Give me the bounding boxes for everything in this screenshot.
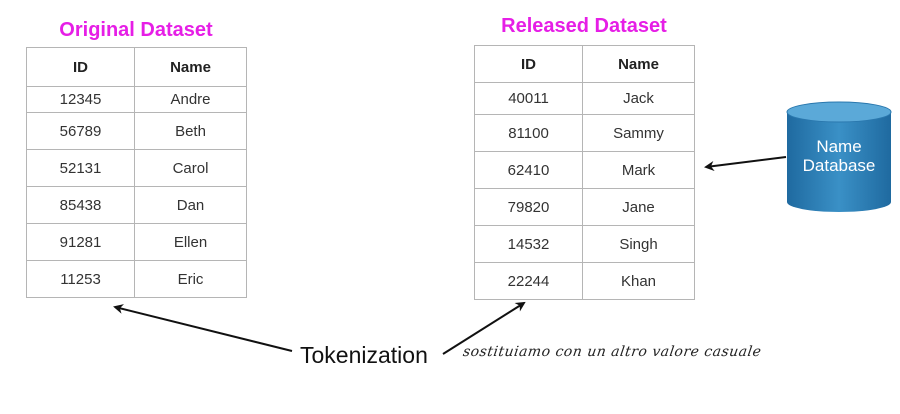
name-cell: Mark [582,151,695,189]
name-cell: Khan [582,262,695,300]
id-cell: 12345 [26,86,135,113]
id-cell: 56789 [26,112,135,150]
handwritten-note: sostituiamo con un altro valore casuale [461,344,763,360]
id-cell: 22244 [474,262,583,300]
id-cell: 91281 [26,223,135,261]
column-header-name: Name [582,45,695,83]
name-cell: Singh [582,225,695,263]
database-label-line1: Name [816,137,862,156]
id-cell: 40011 [474,82,583,115]
name-cell: Jack [582,82,695,115]
table-header-row: ID Name [474,45,695,83]
id-cell: 79820 [474,188,583,226]
database-icon [786,101,892,212]
database-to-released-arrow [704,156,787,171]
name-cell: Sammy [582,114,695,152]
tokenization-to-released-arrow [442,301,526,355]
name-cell: Eric [134,260,247,298]
tokenization-label: Tokenization [300,342,428,368]
id-cell: 11253 [26,260,135,298]
column-header-id: ID [474,45,583,83]
name-cell: Andre [134,86,247,113]
name-cell: Ellen [134,223,247,261]
released-dataset-title: Released Dataset [501,15,667,37]
id-cell: 52131 [26,149,135,187]
column-header-name: Name [134,47,247,87]
name-cell: Dan [134,186,247,224]
table-header-row: ID Name [26,47,247,87]
column-header-id: ID [26,47,135,87]
database-label-line2: Database [802,156,876,175]
name-cell: Carol [134,149,247,187]
id-cell: 62410 [474,151,583,189]
original-dataset-title: Original Dataset [59,19,213,41]
tokenization-to-original-arrow [113,304,293,352]
database-label: Name Database [786,137,892,175]
